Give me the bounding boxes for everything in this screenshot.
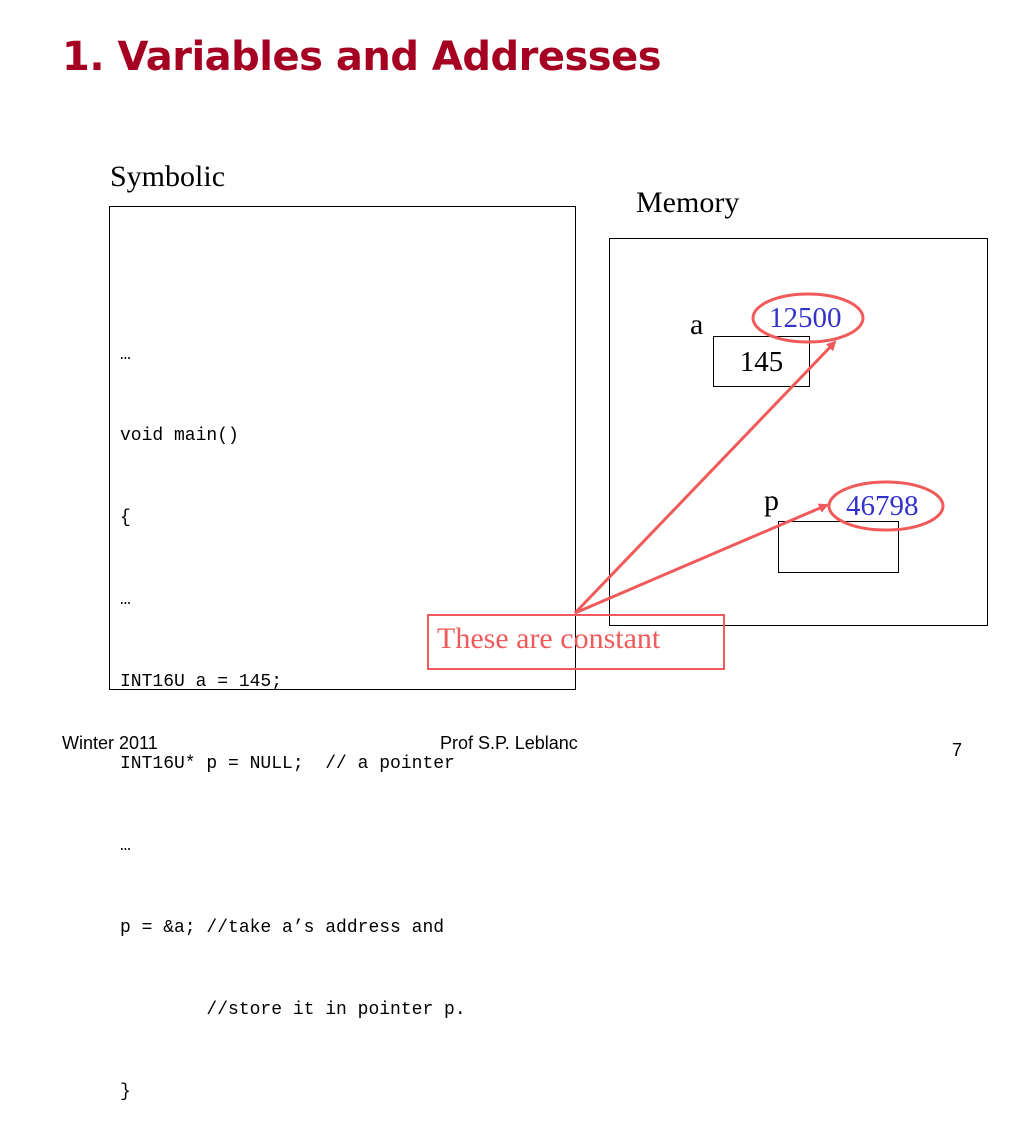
note-box (427, 614, 725, 670)
variable-p-cell (778, 521, 899, 573)
variable-p-name: p (764, 484, 779, 517)
code-block: … void main() { … INT16U a = 145; INT16U… (120, 287, 466, 1133)
code-line: } (120, 1081, 131, 1102)
code-line: p = &a; //take a’s address and (120, 917, 445, 938)
page-number: 7 (952, 740, 963, 760)
code-line: { (120, 508, 131, 529)
code-line: … (120, 590, 131, 611)
variable-a-name: a (690, 308, 704, 341)
symbolic-label: Symbolic (110, 160, 226, 193)
code-line: … (120, 835, 131, 856)
variable-p-address: 46798 (846, 490, 919, 522)
footer-author: Prof S.P. Leblanc (440, 733, 578, 753)
slide-title: 1. Variables and Addresses (62, 34, 662, 80)
code-line: … (120, 344, 131, 365)
variable-a-cell: 145 (713, 336, 810, 387)
memory-label: Memory (636, 186, 740, 219)
code-line: INT16U a = 145; (120, 672, 283, 693)
code-line: //store it in pointer p. (120, 999, 466, 1020)
variable-a-address: 12500 (769, 302, 842, 334)
footer-date: Winter 2011 (62, 733, 158, 753)
code-line: void main() (120, 426, 239, 447)
note-text: These are constant (437, 622, 661, 655)
code-line: INT16U* p = NULL; // a pointer (120, 754, 455, 775)
